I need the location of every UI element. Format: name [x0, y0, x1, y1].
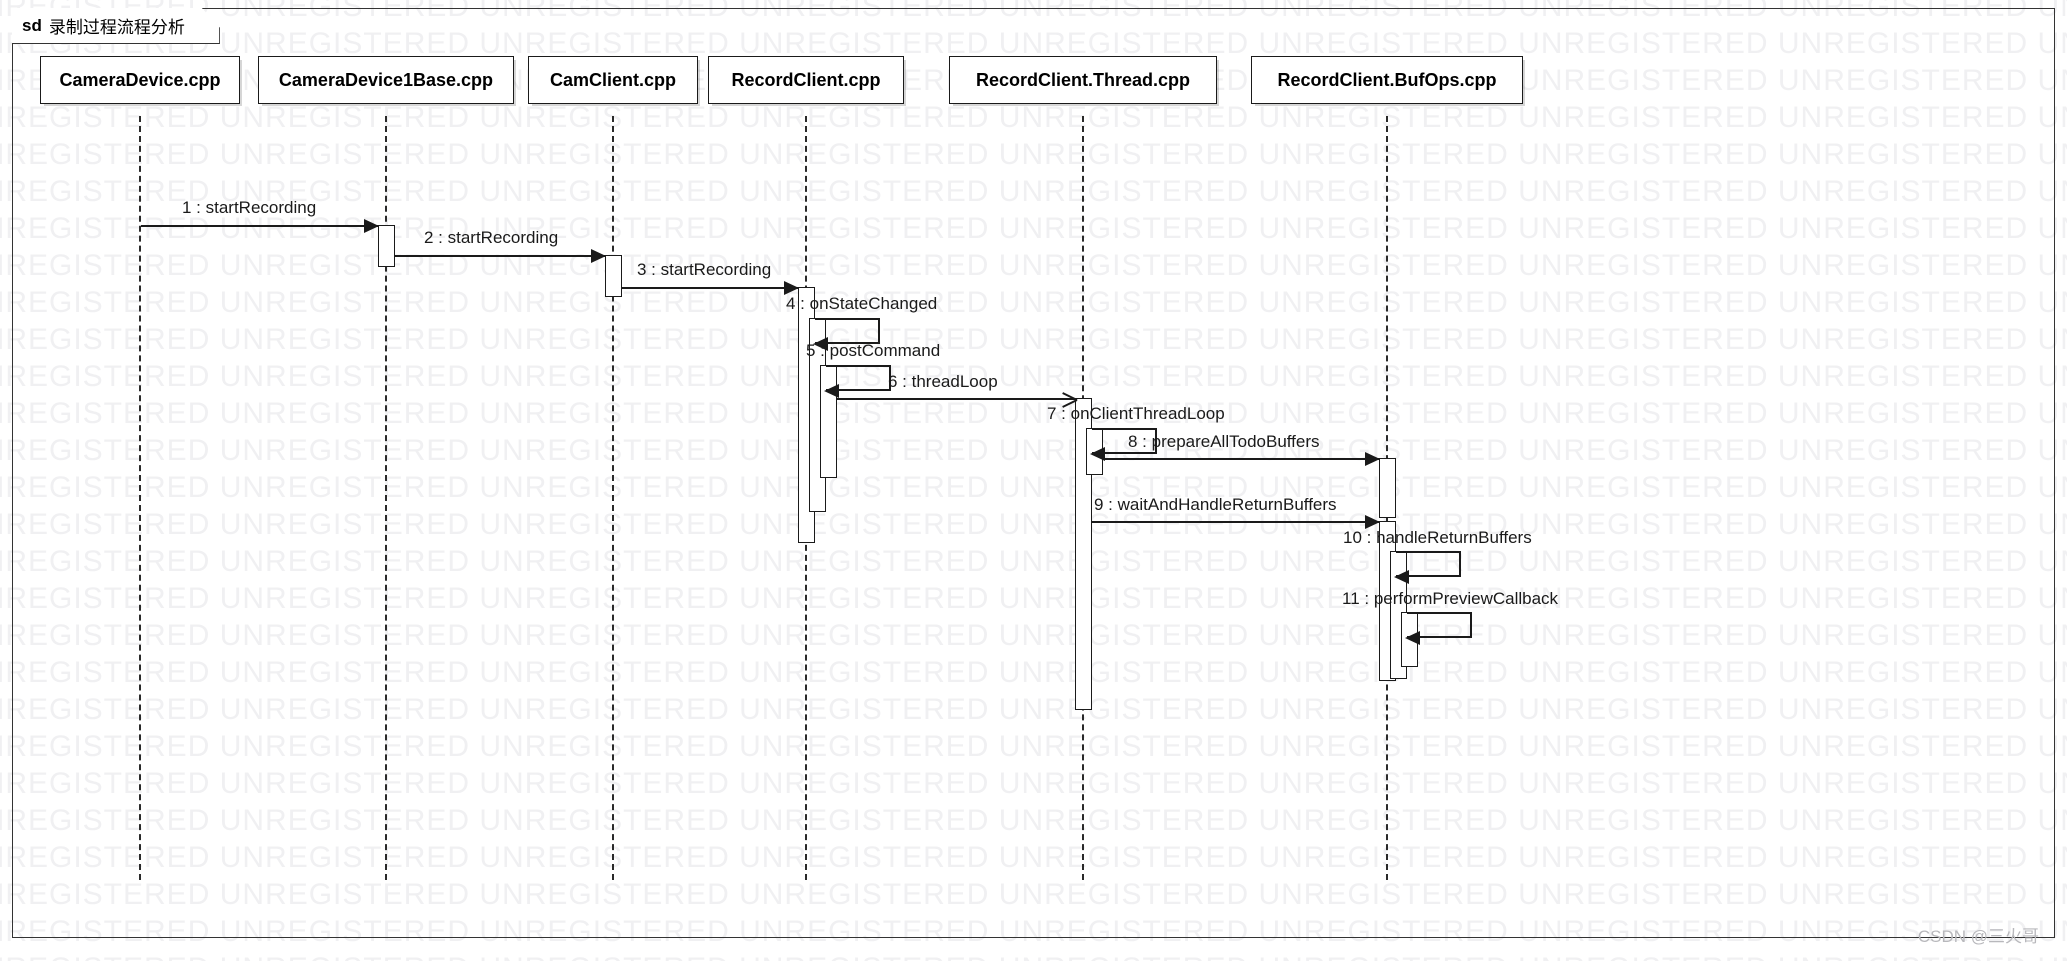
arrowhead-filled-icon	[813, 337, 828, 351]
message-label-7: 7 : onClientThreadLoop	[1047, 404, 1225, 423]
lifeline-header-camclient[interactable]: CamClient.cpp	[528, 56, 698, 104]
self-message-bottom-segment	[1092, 452, 1157, 454]
self-message-right-segment	[1470, 612, 1472, 638]
lifeline-dash-cameradevice1base	[385, 116, 387, 880]
arrowhead-filled-icon	[1365, 515, 1380, 529]
lifeline-dash-camclient	[612, 116, 614, 880]
activation-bar-recordclientbufops[interactable]	[1379, 458, 1396, 518]
arrowhead-filled-icon	[784, 281, 799, 295]
self-message-bottom-segment	[1407, 636, 1472, 638]
self-message-right-segment	[889, 365, 891, 391]
self-message-top-segment	[815, 318, 880, 320]
self-message-right-segment	[1459, 551, 1461, 577]
diagram-frame	[12, 8, 2055, 938]
arrowhead-filled-icon	[1405, 631, 1420, 645]
self-message-5[interactable]	[824, 365, 891, 398]
message-arrow-3[interactable]	[622, 281, 799, 295]
message-label-8: 8 : prepareAllTodoBuffers	[1128, 432, 1320, 451]
activation-bar-recordclientthread[interactable]	[1075, 398, 1092, 710]
message-label-1: 1 : startRecording	[182, 198, 317, 217]
self-message-top-segment	[1092, 428, 1157, 430]
arrowhead-filled-icon	[1365, 452, 1380, 466]
message-label-5: 5 : postCommand	[806, 341, 941, 360]
self-message-top-segment	[826, 365, 891, 367]
self-message-bottom-segment	[826, 389, 891, 391]
self-message-top-segment	[1396, 551, 1461, 553]
credit-watermark: CSDN @三火哥	[1917, 927, 2039, 946]
message-label-6: 6 : threadLoop	[888, 372, 998, 391]
message-arrow-6[interactable]	[837, 392, 1078, 408]
lifeline-label: CameraDevice.cpp	[59, 69, 221, 90]
self-message-bottom-segment	[815, 342, 880, 344]
self-message-bottom-segment	[1396, 575, 1461, 577]
lifeline-header-recordclientthread[interactable]: RecordClient.Thread.cpp	[949, 56, 1217, 104]
message-label-9: 9 : waitAndHandleReturnBuffers	[1094, 495, 1337, 514]
self-message-11[interactable]	[1405, 612, 1472, 645]
message-arrow-1[interactable]	[141, 219, 379, 233]
self-message-right-segment	[1155, 428, 1157, 454]
message-arrow-2[interactable]	[395, 249, 606, 263]
lifeline-header-recordclientbufops[interactable]: RecordClient.BufOps.cpp	[1251, 56, 1523, 104]
message-label-11: 11 : performPreviewCallback	[1342, 589, 1559, 608]
self-message-7[interactable]	[1090, 428, 1157, 461]
lifeline-dash-cameradevice	[139, 116, 141, 880]
lifeline-header-recordclient[interactable]: RecordClient.cpp	[708, 56, 904, 104]
activation-bar-camclient[interactable]	[605, 255, 622, 297]
lifeline-label: RecordClient.BufOps.cpp	[1277, 69, 1497, 90]
message-label-2: 2 : startRecording	[424, 228, 559, 247]
frame-label: sd 录制过程流程分析	[12, 8, 220, 44]
self-message-top-segment	[1407, 612, 1472, 614]
lifeline-label: RecordClient.cpp	[731, 69, 881, 90]
watermark-text: UNREGISTERED UNREGISTERED UNREGISTERED U…	[0, 952, 2067, 961]
lifeline-header-cameradevice1base[interactable]: CameraDevice1Base.cpp	[258, 56, 514, 104]
lifeline-label: CameraDevice1Base.cpp	[278, 69, 494, 90]
frame-title: 录制过程流程分析	[48, 18, 185, 37]
arrowhead-filled-icon	[824, 384, 839, 398]
self-message-right-segment	[878, 318, 880, 344]
message-label-4: 4 : onStateChanged	[786, 294, 938, 313]
lifeline-label: CamClient.cpp	[549, 69, 677, 90]
message-label-10: 10 : handleReturnBuffers	[1343, 528, 1532, 547]
self-message-10[interactable]	[1394, 551, 1461, 584]
lifeline-header-cameradevice[interactable]: CameraDevice.cpp	[40, 56, 240, 104]
arrowhead-filled-icon	[1090, 447, 1105, 461]
frame-keyword: sd	[22, 15, 42, 35]
message-arrow-8[interactable]	[1103, 452, 1380, 466]
arrowhead-filled-icon	[364, 219, 379, 233]
self-message-4[interactable]	[813, 318, 880, 351]
lifeline-label: RecordClient.Thread.cpp	[975, 69, 1191, 90]
arrowhead-filled-icon	[591, 249, 606, 263]
message-arrow-9[interactable]	[1092, 515, 1380, 529]
activation-bar-cameradevice1base[interactable]	[378, 225, 395, 267]
message-label-3: 3 : startRecording	[637, 260, 772, 279]
arrowhead-filled-icon	[1394, 570, 1409, 584]
